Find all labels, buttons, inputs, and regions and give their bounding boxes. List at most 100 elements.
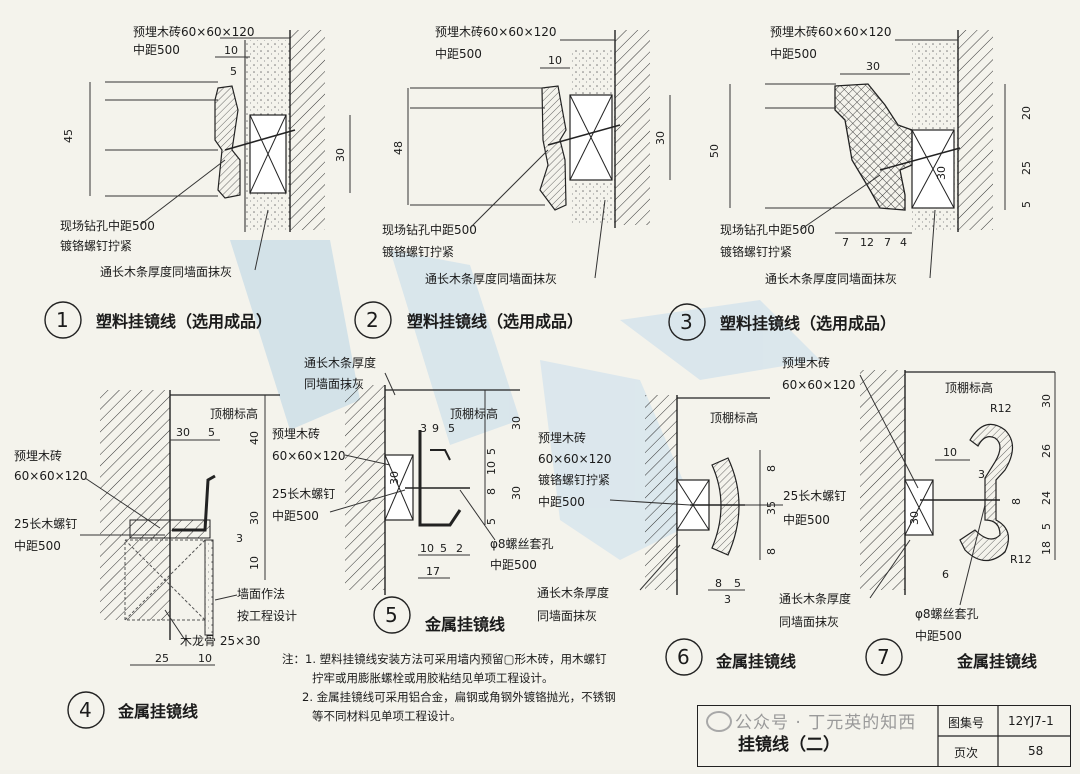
label-keel: 木龙骨 25×30: [180, 634, 260, 648]
detail-1-circle: [44, 301, 82, 339]
page-label: 页次: [954, 746, 979, 760]
label-wall-2: 按工程设计: [237, 608, 297, 623]
dim-45: 45: [62, 129, 75, 143]
label-strip: 通长木条厚度同墙面抹灰: [765, 271, 897, 286]
wall-hatch: [958, 30, 993, 230]
detail-6-circle: [665, 638, 703, 676]
label-screw: 镀铬螺钉拧紧: [720, 244, 792, 259]
dim-10-b: 10: [198, 652, 212, 665]
dim-24: 24: [1040, 491, 1053, 505]
dim-8: 8: [1010, 498, 1023, 505]
label-ceiling: 顶棚标高: [710, 410, 758, 425]
detail-3-number: 3: [680, 310, 693, 334]
dim-30-b: 30: [908, 511, 921, 525]
dim-25: 25: [1020, 161, 1033, 175]
dim-30: 30: [866, 60, 880, 73]
dim-8-c: 8: [715, 577, 722, 590]
note-line-2: 拧牢或用膨胀螺栓或用胶粘结见单项工程设计。: [312, 671, 554, 685]
detail-7-caption: 金属挂镜线: [956, 652, 1037, 671]
dim-25: 25: [155, 652, 169, 665]
dim-5: 5: [734, 577, 741, 590]
dim-30: 30: [176, 426, 190, 439]
label-screw: 25长木螺钉: [14, 517, 77, 531]
dim-30: 30: [654, 131, 667, 145]
detail-6: 8 35 8 8 5 3 顶棚标高 预埋木砖 60×60×120 镀铬螺钉拧紧 …: [537, 395, 846, 676]
label-screw: 25长木螺钉: [272, 487, 335, 501]
metal-molding: [418, 430, 462, 527]
dim-5: 5: [230, 65, 237, 78]
dim-10: 10: [548, 54, 562, 67]
dim-10: 10: [224, 44, 238, 57]
label-ceiling: 顶棚标高: [945, 380, 993, 395]
notes: 注：1. 塑料挂镜线安装方法可采用墙内预留▢形木砖，用木螺钉 拧牢或用膨胀螺栓或…: [282, 650, 682, 726]
atlas-value: 12YJ7-1: [1008, 714, 1054, 728]
dim-3: 3: [978, 468, 985, 481]
label-screw: 镀铬螺钉拧紧: [538, 472, 610, 487]
note-line-3: 2. 金属挂镜线可采用铝合金，扁钢或角钢外镀铬抛光，不锈钢: [302, 690, 616, 704]
dim-18: 18: [1040, 541, 1053, 555]
detail-5-circle: [373, 596, 411, 634]
note-line-4: 等不同材料见单项工程设计。: [312, 709, 462, 723]
label-brick: 预埋木砖: [782, 355, 830, 370]
detail-4-number: 4: [79, 698, 92, 722]
label-hole: φ8螺丝套孔: [915, 607, 979, 621]
wall-hatch: [860, 370, 905, 590]
detail-5-caption: 金属挂镜线: [424, 615, 505, 634]
metal-molding: [959, 423, 1014, 562]
label-ceiling: 顶棚标高: [450, 406, 498, 421]
label-spacing-2: 中距500: [783, 512, 830, 527]
detail-1-number: 1: [56, 308, 69, 332]
detail-5-number: 5: [385, 603, 398, 627]
dim-30-b: 30: [510, 486, 523, 500]
label-wall: 墙面作法: [237, 587, 285, 601]
watermark: 公众号 · 丁元英的知西: [735, 713, 917, 733]
label-spacing: 中距500: [435, 46, 482, 61]
dim-5: 5: [448, 422, 455, 435]
label-spacing: 中距500: [538, 494, 585, 509]
dim-5: 5: [1040, 523, 1053, 530]
label-screw: 镀铬螺钉拧紧: [60, 238, 132, 253]
title-block-grid: [937, 706, 1070, 766]
dim-8-b: 8: [765, 548, 778, 555]
detail-3-caption: 塑料挂镜线（选用成品）: [720, 314, 896, 333]
detail-6-number: 6: [677, 645, 690, 669]
label-brick: 预埋木砖: [272, 426, 320, 441]
dim-7a: 7: [842, 236, 849, 249]
atlas-label: 图集号: [948, 716, 985, 730]
dim-10: 10: [943, 446, 957, 459]
plastic-molding: [214, 85, 241, 199]
dim-8: 8: [485, 488, 498, 495]
detail-2-caption: 塑料挂镜线（选用成品）: [407, 312, 583, 331]
label-brick-size: 60×60×120: [538, 452, 612, 466]
dim-2: 2: [456, 542, 463, 555]
detail-6-caption: 金属挂镜线: [715, 652, 796, 671]
wall-hatch: [100, 390, 170, 520]
detail-7-circle: [865, 638, 903, 676]
dim-5-b: 5: [485, 448, 498, 455]
label-brick-size: 60×60×120: [782, 378, 856, 392]
detail-2-circle: [354, 301, 392, 339]
background-logo: [230, 240, 820, 560]
label-brick: 预埋木砖60×60×120: [133, 24, 255, 39]
wall-hatch: [345, 385, 385, 590]
label-spacing: 中距500: [272, 508, 319, 523]
dim-40: 40: [248, 431, 261, 445]
dim-7b: 7: [884, 236, 891, 249]
label-strip: 通长木条厚度同墙面抹灰: [425, 271, 557, 286]
dim-30-b: 30: [935, 166, 948, 180]
detail-7-number: 7: [877, 645, 890, 669]
dim-10: 10: [248, 556, 261, 570]
page-value: 58: [1028, 744, 1044, 758]
label-strip: 通长木条厚度: [304, 355, 376, 370]
sheet-title: 挂镜线（二）: [738, 735, 840, 755]
label-hole-spacing: 中距500: [915, 628, 962, 643]
label-hole: φ8螺丝套孔: [490, 537, 554, 551]
label-spacing: 中距500: [770, 46, 817, 61]
dim-30: 30: [334, 148, 347, 162]
dim-4: 4: [900, 236, 907, 249]
dim-17: 17: [426, 565, 440, 578]
detail-4-circle: [67, 691, 105, 729]
detail-7: 30 26 24 5 18 10 3 8 30 6 R12 R12 预埋木砖 6…: [779, 355, 1056, 676]
note-line-1: 注：1. 塑料挂镜线安装方法可采用墙内预留▢形木砖，用木螺钉: [282, 652, 607, 666]
